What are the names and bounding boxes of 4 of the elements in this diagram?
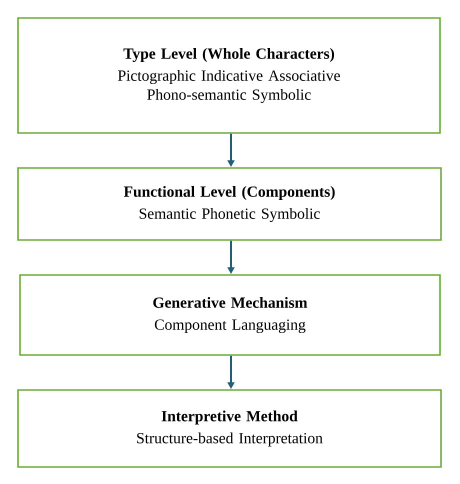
process-box: Functional Level (Components) Semantic Phonetic Symbolic <box>17 167 442 241</box>
process-box: Generative Mechanism Component Languaging <box>19 274 441 356</box>
process-box: Type Level (Whole Characters) Pictographic Indicative Associative Phono-semantic Symbolic <box>17 17 441 134</box>
process-box: Interpretive Method Structure-based Interpretation <box>17 389 442 468</box>
